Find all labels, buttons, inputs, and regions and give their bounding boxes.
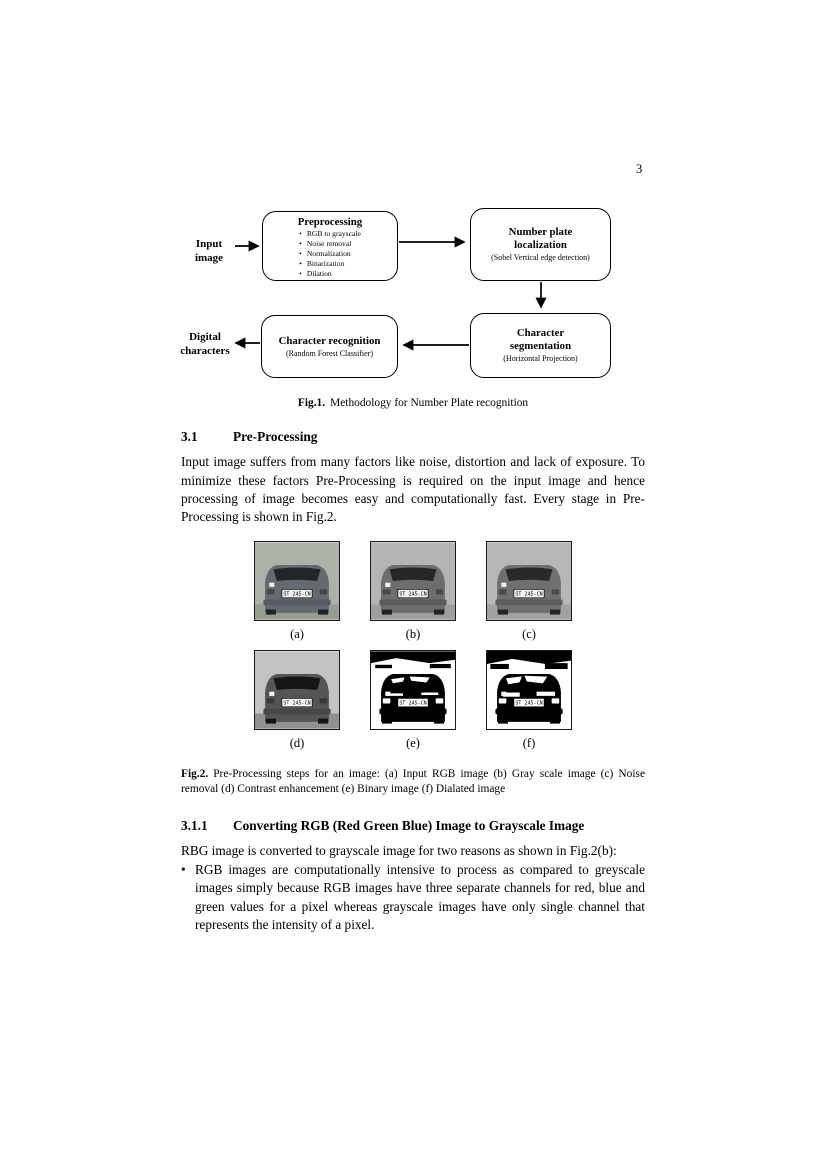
- figure2-image-c: ST 245-CN: [486, 540, 572, 621]
- node-segmentation-subtitle: (Horizontal Projection): [503, 354, 578, 364]
- section-3-1-1-heading: 3.1.1 Converting RGB (Red Green Blue) Im…: [181, 818, 645, 834]
- figure2-label-f: (f): [522, 735, 536, 750]
- preprocessing-item: Normalization: [299, 249, 361, 259]
- flowchart-output-label: Digital characters: [180, 331, 230, 357]
- flowchart-input-label: Input image: [194, 238, 224, 264]
- figure2-caption-text: Pre-Processing steps for an image: (a) I…: [181, 767, 645, 796]
- figure2-caption: Fig.2.Pre-Processing steps for an image:…: [181, 767, 645, 798]
- page-number: 3: [636, 162, 643, 176]
- license-plate-text: ST 245-CN: [283, 700, 310, 706]
- preprocessing-item: Dilation: [299, 269, 361, 279]
- text-column: Fig.1. Methodology for Number Plate recog…: [181, 396, 645, 934]
- figure1-caption-label: Fig.1.: [297, 397, 326, 409]
- node-preprocessing: Preprocessing RGB to grayscale Noise rem…: [262, 211, 398, 281]
- figure2-label-d: (d): [289, 735, 305, 750]
- license-plate-text: ST 245-CN: [515, 591, 542, 597]
- section-3-1-heading: 3.1 Pre-Processing: [181, 429, 645, 445]
- preprocessing-item: RGB to grayscale: [299, 229, 361, 239]
- node-number-plate-localization: Number plate localization (Sobel Vertica…: [470, 208, 611, 281]
- preprocessing-item: Noise removal: [299, 239, 361, 249]
- license-plate-text: ST 245-CN: [399, 700, 426, 706]
- figure1-caption-text: Methodology for Number Plate recognition: [330, 397, 529, 409]
- section-3-1-1-number: 3.1.1: [181, 817, 208, 833]
- figure2-image-b: ST 245-CN: [370, 540, 456, 621]
- node-localization-subtitle: (Sobel Vertical edge detection): [491, 253, 590, 263]
- preprocessing-item: Binarization: [299, 259, 361, 269]
- section-3-1-1-title: Converting RGB (Red Green Blue) Image to…: [233, 817, 585, 833]
- figure2-label-b: (b): [405, 626, 421, 641]
- license-plate-text: ST 245-CN: [399, 591, 426, 597]
- figure2-labels-row-2: (d) (e) (f): [181, 736, 645, 751]
- figure2-labels-row-1: (a) (b) (c): [181, 627, 645, 642]
- figure2-image-e: ST 245-CN: [370, 649, 456, 730]
- node-character-recognition: Character recognition (Random Forest Cla…: [261, 315, 398, 378]
- figure2-image-d: ST 245-CN: [254, 649, 340, 730]
- bullet-marker: •: [181, 861, 186, 877]
- section-3-1-1-paragraph: RBG image is converted to grayscale imag…: [181, 842, 617, 858]
- node-recognition-title: Character recognition: [278, 334, 381, 347]
- figure2-image-f: ST 245-CN: [486, 649, 572, 730]
- section-3-1-title: Pre-Processing: [233, 429, 318, 445]
- figure2-caption-label: Fig.2.: [181, 767, 209, 780]
- section-3-1-number: 3.1: [181, 429, 198, 445]
- node-preprocessing-title: Preprocessing: [297, 216, 363, 228]
- figure2-image-a: ST 245-CN: [254, 540, 340, 621]
- section-3-1-paragraph: Input image suffers from many factors li…: [181, 454, 645, 525]
- node-recognition-subtitle: (Random Forest Classifier): [285, 348, 374, 358]
- node-segmentation-title: Character segmentation: [509, 327, 572, 352]
- section-3-1-1-bullet: • RGB images are computationally intensi…: [181, 861, 645, 934]
- node-character-segmentation: Character segmentation (Horizontal Proje…: [470, 313, 611, 378]
- figure2-row-2: ST 245-CN: [181, 649, 645, 730]
- license-plate-text: ST 245-CN: [283, 591, 310, 597]
- node-preprocessing-list: RGB to grayscale Noise removal Normaliza…: [299, 229, 361, 278]
- figure1-caption: Fig.1. Methodology for Number Plate recog…: [181, 396, 645, 411]
- figure2-row-1: ST 245-CN: [181, 540, 645, 621]
- bullet-text: RGB images are computationally intensive…: [195, 861, 645, 932]
- license-plate-text: ST 245-CN: [515, 700, 542, 706]
- figure2-label-e: (e): [406, 735, 420, 750]
- figure2-label-c: (c): [522, 626, 536, 641]
- figure2-label-a: (a): [290, 626, 304, 641]
- node-localization-title: Number plate localization: [508, 226, 573, 251]
